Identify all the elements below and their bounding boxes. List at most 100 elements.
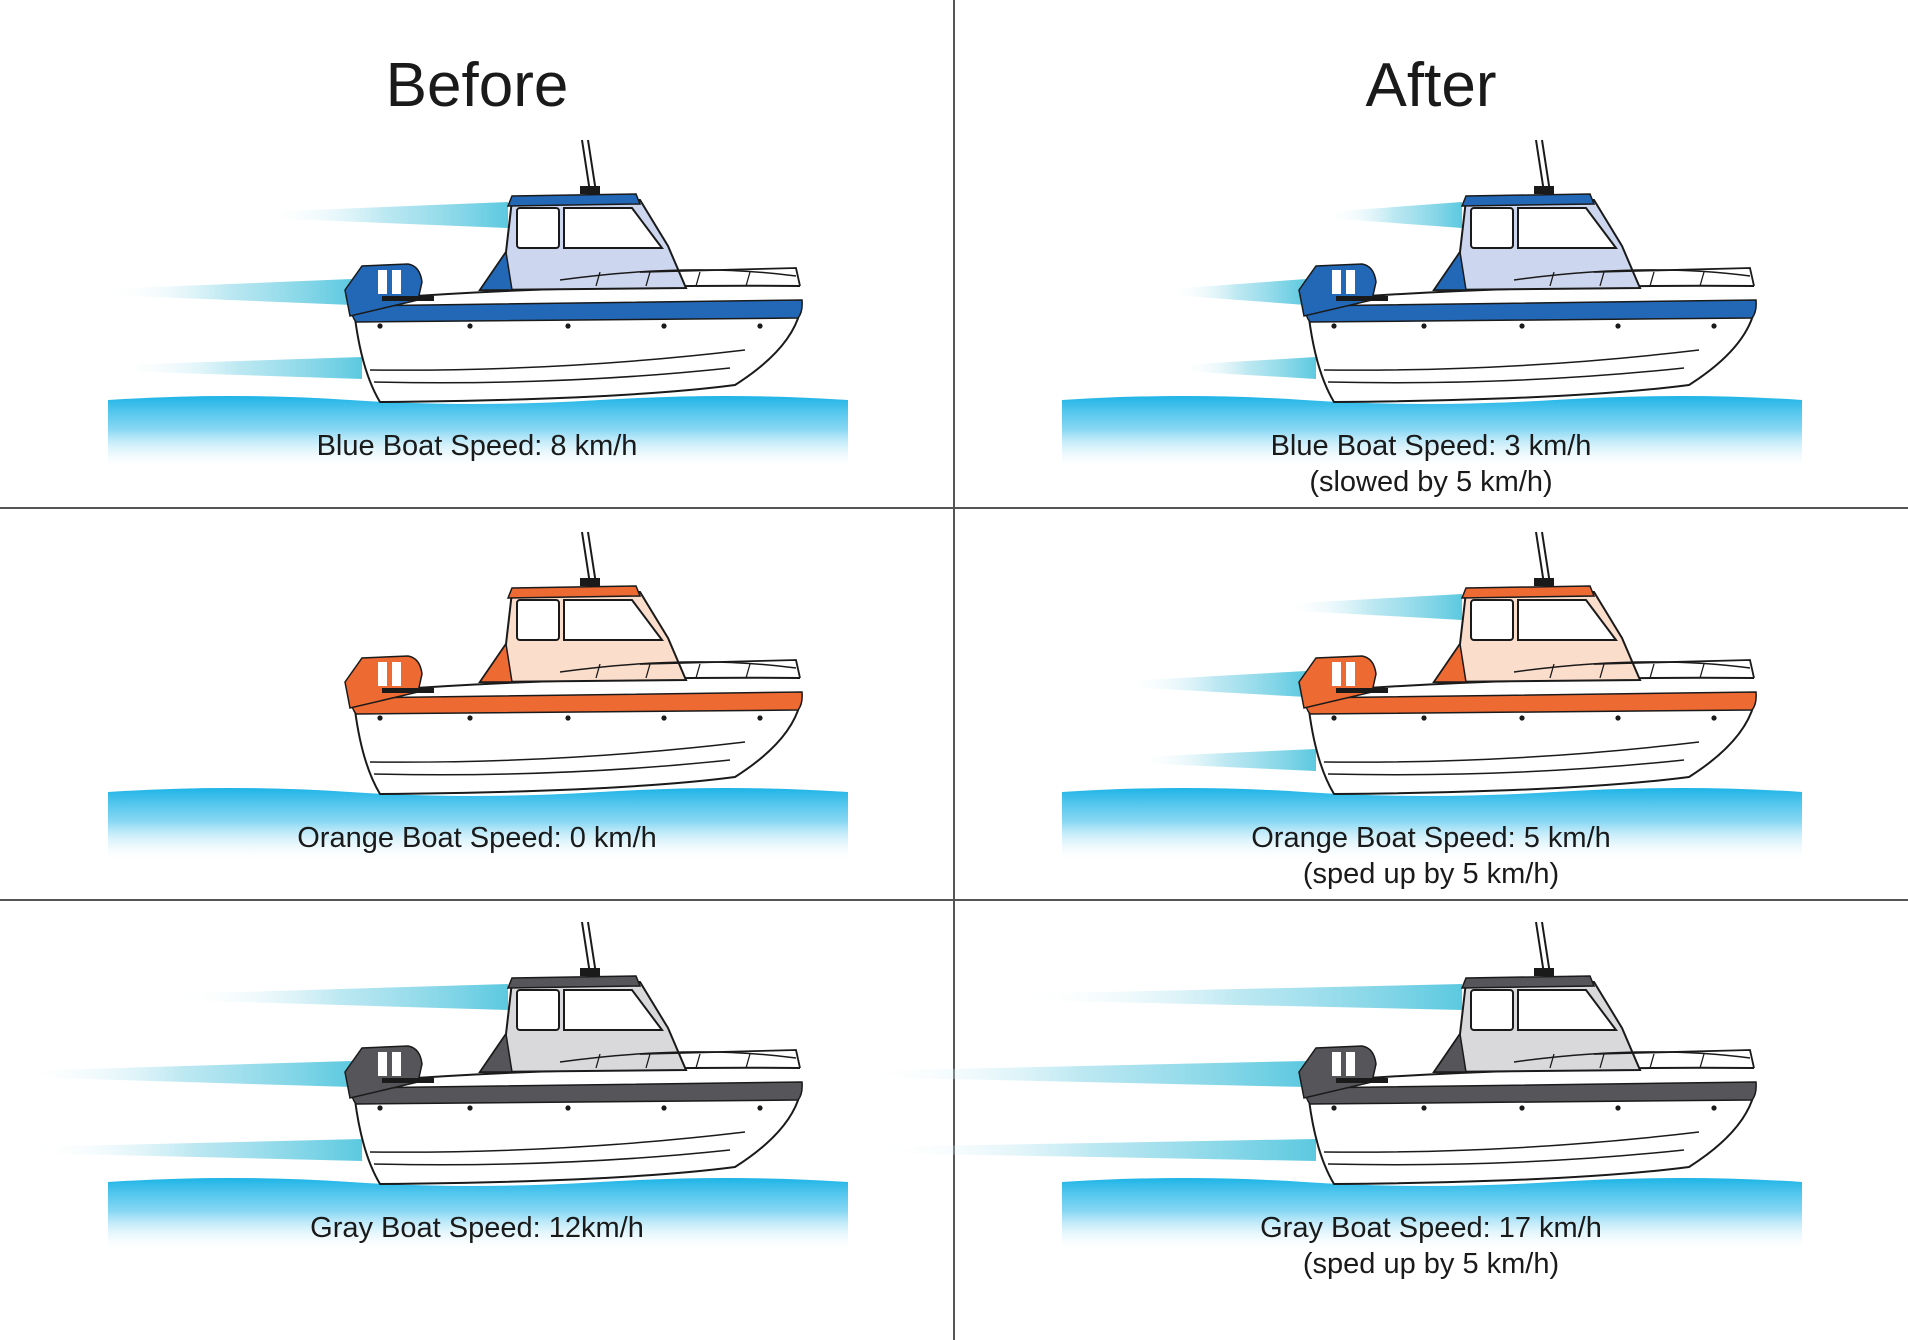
porthole: [467, 323, 473, 329]
cabin-window: [1470, 989, 1514, 1031]
boat-hull: [353, 310, 802, 404]
speed-trail-1: [1018, 984, 1462, 1010]
antenna-base: [580, 968, 600, 976]
stern-stripe: [1346, 1052, 1355, 1076]
rail-post: [1699, 271, 1705, 287]
porthole: [1711, 323, 1717, 329]
hull-line: [1323, 1131, 1700, 1153]
cabin-rear-panel: [1432, 1032, 1467, 1073]
hull-line: [369, 1131, 746, 1153]
stern-stripe: [1346, 662, 1355, 686]
rail-post: [595, 1053, 601, 1069]
hull-line: [1327, 1149, 1685, 1166]
bow-rail: [559, 269, 797, 281]
porthole: [565, 323, 571, 329]
blue-after-caption: Blue Boat Speed: 3 km/h (slowed by 5 km/…: [954, 428, 1908, 500]
orange-after-speed-label: Orange Boat Speed: 5 km/h: [1251, 822, 1611, 854]
antenna-base: [580, 186, 600, 194]
rail-post: [1599, 1053, 1605, 1069]
rail-post: [1649, 663, 1655, 679]
porthole: [661, 1105, 667, 1111]
porthole: [1421, 323, 1427, 329]
rail-post: [1599, 271, 1605, 287]
porthole: [661, 323, 667, 329]
boat-rub-rail: [350, 299, 803, 323]
antenna-base: [1534, 578, 1554, 586]
bow-rail: [1593, 267, 1755, 287]
antenna: [1541, 139, 1551, 193]
after-heading: After: [1365, 51, 1497, 120]
hull-line: [1327, 367, 1685, 384]
cabin-roof: [1460, 585, 1596, 599]
speed-trail-3: [872, 1139, 1316, 1161]
cabin-window: [1470, 599, 1514, 641]
cabin-windshield: [563, 989, 664, 1031]
cabin-windshield: [1517, 207, 1618, 249]
gray-after-caption: Gray Boat Speed: 17 km/h (sped up by 5 k…: [954, 1210, 1908, 1282]
deck-vent: [382, 296, 434, 301]
porthole: [661, 715, 667, 721]
rail-post: [1549, 663, 1555, 679]
deck-vent: [1336, 1078, 1388, 1083]
rail-post: [595, 271, 601, 287]
speed-trail-1: [1282, 594, 1462, 620]
porthole: [1421, 1105, 1427, 1111]
stern-stripe: [378, 662, 387, 686]
antenna-base: [1534, 968, 1554, 976]
porthole: [1421, 715, 1427, 721]
bow-rail: [559, 1051, 797, 1063]
before-heading: Before: [385, 51, 569, 120]
rail-post: [645, 663, 651, 679]
boat-rub-rail: [350, 691, 803, 715]
rail-post: [1699, 663, 1705, 679]
gray-after-note: (sped up by 5 km/h): [1302, 1248, 1560, 1280]
porthole: [757, 1105, 763, 1111]
speed-trail-1: [174, 984, 508, 1010]
antenna: [1535, 531, 1545, 585]
stern-stripe: [1332, 662, 1341, 686]
antenna: [587, 531, 597, 585]
blue-after-boat-panel: [1062, 139, 1802, 470]
cabin-windshield: [1517, 599, 1618, 641]
speed-trail-2: [1126, 671, 1306, 697]
boat-rub-rail: [1304, 691, 1757, 715]
orange-before-speed-label: Orange Boat Speed: 0 km/h: [297, 822, 657, 854]
antenna-base: [580, 578, 600, 586]
porthole: [1711, 1105, 1717, 1111]
bow-rail: [1593, 659, 1755, 679]
water-band: [108, 396, 848, 470]
cabin-rear-panel: [1432, 642, 1467, 683]
rail-post: [695, 1053, 701, 1069]
rail-post: [745, 663, 751, 679]
porthole: [1519, 323, 1525, 329]
rail-post: [745, 1053, 751, 1069]
porthole: [467, 715, 473, 721]
bow-rail: [639, 1049, 801, 1069]
boat-rub-rail: [1304, 299, 1757, 323]
stern-stripe: [1332, 270, 1341, 294]
gray-before-speed-label: Gray Boat Speed: 12km/h: [310, 1212, 644, 1244]
antenna: [581, 139, 591, 193]
cabin-window: [516, 599, 560, 641]
antenna-base: [1534, 186, 1554, 194]
stern-stripe: [378, 1052, 387, 1076]
rail-post: [1649, 1053, 1655, 1069]
cabin-roof: [1460, 193, 1596, 207]
antenna: [587, 921, 597, 975]
boat-hull: [353, 1092, 802, 1186]
stern-stripe: [392, 270, 401, 294]
boat-hull: [1307, 702, 1756, 796]
rail-post: [1599, 663, 1605, 679]
stern-stripe: [1332, 1052, 1341, 1076]
blue-before-boat-panel: [106, 139, 848, 470]
cabin-window: [516, 207, 560, 249]
antenna: [1535, 139, 1545, 193]
antenna: [587, 139, 597, 193]
porthole: [377, 715, 383, 721]
speed-trail-2: [1170, 279, 1306, 305]
porthole: [1615, 715, 1621, 721]
cabin-roof: [506, 193, 642, 207]
gray-before-caption: Gray Boat Speed: 12km/h: [0, 1210, 954, 1246]
